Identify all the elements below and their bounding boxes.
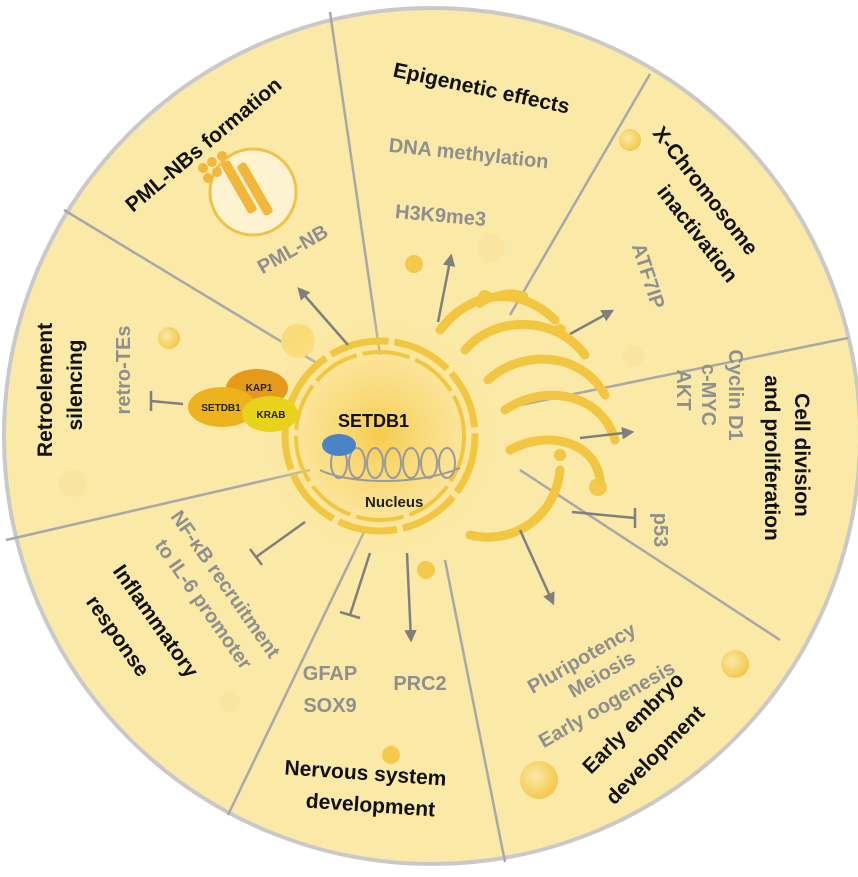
arrows (149, 253, 637, 643)
label-gfap: GFAP (303, 663, 357, 685)
center-protein-label: SETDB1 (338, 411, 409, 431)
label-prc2: PRC2 (393, 673, 446, 695)
complex-label-krab: KRAB (257, 410, 286, 421)
kap1-setdb1-krab-complex (188, 369, 298, 432)
chromatin (319, 447, 461, 482)
krab-blob (242, 396, 298, 432)
complex-label-kap1: KAP1 (246, 383, 273, 394)
pml-nb-illustration (198, 147, 298, 237)
complex-label-setdb1: SETDB1 (201, 403, 241, 414)
sector-dividers (5, 11, 849, 863)
blue-protein-blob (322, 434, 356, 456)
sector-title-cell-line2: and proliferation (760, 375, 783, 541)
sector-title-cell-line1: Cell division (790, 393, 813, 517)
decorative-dots (59, 129, 749, 799)
label-cyclin-d1: Cyclin D1 (724, 349, 746, 440)
label-c-myc: c-MYC (697, 364, 719, 426)
nucleus (255, 311, 505, 561)
setdb1-blob (188, 387, 256, 427)
nucleus-label: Nucleus (365, 494, 423, 511)
sector-title-retro-line2: silencing (64, 339, 87, 430)
label-sox9: SOX9 (303, 695, 356, 717)
label-retro-tes: retro-TEs (113, 326, 135, 415)
sector-title-retro-line1: Retroelement (34, 323, 57, 457)
label-p53: p53 (649, 513, 671, 547)
endoplasmic-reticulum (435, 289, 620, 542)
label-akt: AKT (672, 369, 694, 410)
